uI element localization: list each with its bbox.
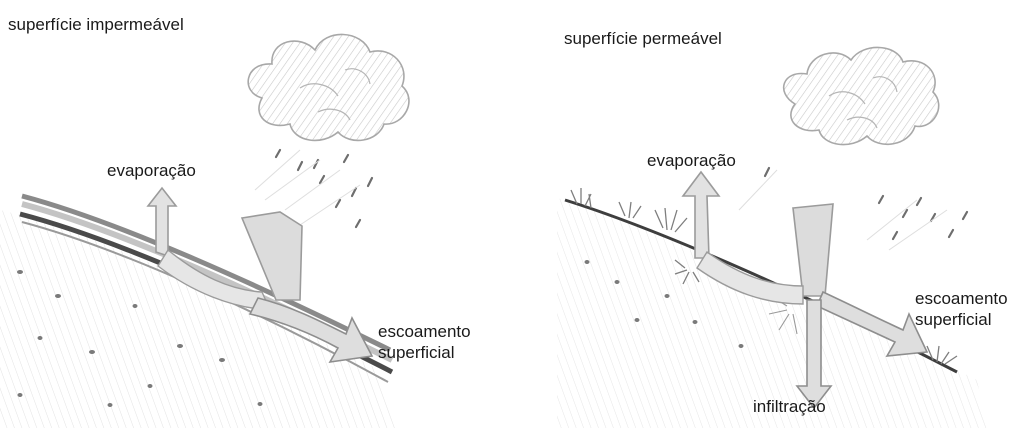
permeable-scene-illustration [517,0,1035,428]
runoff-label: escoamento superficial [915,288,1035,330]
cloud-icon [248,34,409,140]
runoff-label-line1: escoamento [378,321,508,342]
runoff-label: escoamento superficial [378,321,508,363]
runoff-label-line2: superficial [378,342,508,363]
rain-drops [276,150,372,227]
runoff-label-line1: escoamento [915,288,1035,309]
infiltration-label: infiltração [753,396,826,417]
impermeable-surface-title: superfície impermeável [8,14,184,35]
evaporation-label: evaporação [107,160,196,181]
evaporation-label: evaporação [647,150,736,171]
runoff-label-line2: superficial [915,309,1035,330]
impermeable-scene-illustration [0,0,517,428]
cloud-icon [784,47,939,144]
permeable-surface-title: superfície permeável [564,28,722,49]
permeable-surface-panel: superfície permeável evaporação escoamen… [517,0,1035,428]
impermeable-surface-panel: superfície impermeável evaporação escoam… [0,0,517,428]
soil-body [0,210,400,428]
rain-input-arrow [793,204,833,296]
evaporation-arrow [148,188,176,256]
rain-streaks [739,170,947,250]
